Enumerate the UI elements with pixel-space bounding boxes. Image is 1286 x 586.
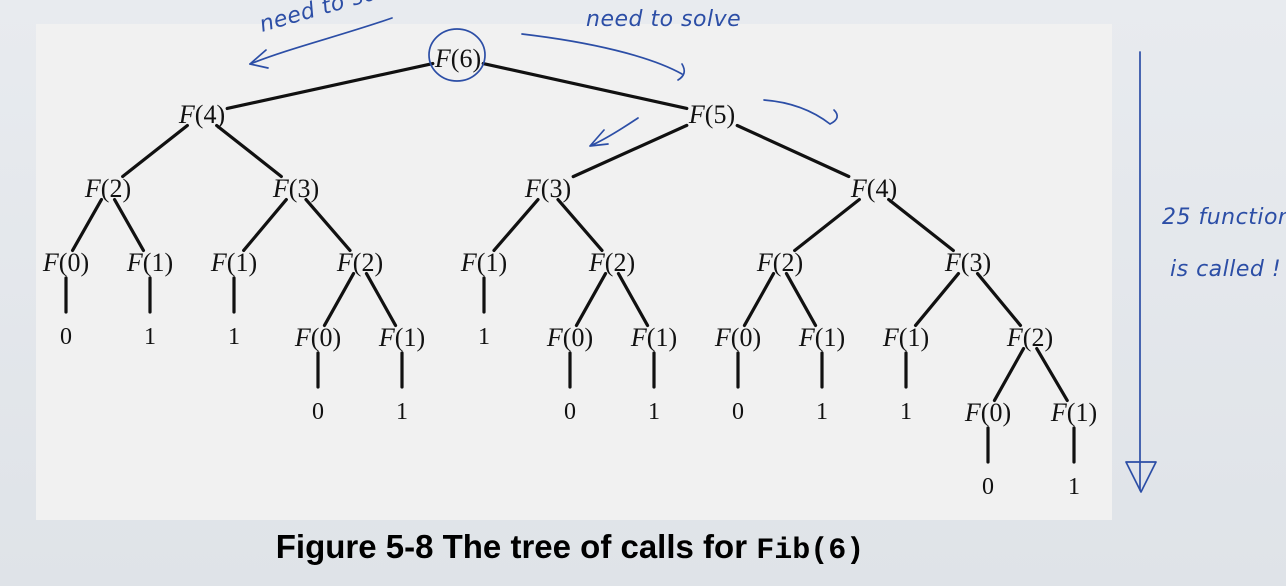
tree-node-n24: F(1) xyxy=(1050,398,1097,427)
tree-node-n4: F(3) xyxy=(272,174,319,203)
tree-node-n17: F(0) xyxy=(546,323,593,352)
leaf-value-l16: 1 xyxy=(396,399,408,425)
tree-edge-n13-n20 xyxy=(784,271,818,328)
tree-node-n10: F(2) xyxy=(336,248,383,277)
leaf-value-l21: 1 xyxy=(900,399,912,425)
tree-node-n16: F(1) xyxy=(378,323,425,352)
tree-edge-n0-n1 xyxy=(225,61,435,111)
down-left-arrow-annotation xyxy=(589,117,639,147)
tree-edges xyxy=(70,61,1069,403)
diagram-panel xyxy=(36,24,1112,520)
right-squiggle-arrow-annotation xyxy=(763,99,839,125)
caption-text: Figure 5-8 The tree of calls for xyxy=(275,528,748,565)
tree-edge-n22-n23 xyxy=(992,346,1026,403)
leaf-value-l24: 1 xyxy=(1068,474,1080,500)
tree-edge-n10-n16 xyxy=(364,271,398,328)
tree-node-n15: F(0) xyxy=(294,323,341,352)
leaf-value-l20: 1 xyxy=(816,399,828,425)
leaf-value-l7: 0 xyxy=(60,324,72,350)
tree-node-n11: F(1) xyxy=(460,248,507,277)
tree-edge-n14-n21 xyxy=(913,271,961,328)
call-tree-diagram: F(6) F(4) F(5) F(2) F(3) F(3) F(4) F(0) F(1) F(1)… xyxy=(42,0,1286,500)
tree-edge-n3-n8 xyxy=(112,197,146,253)
side-note-line2-text: is called ! xyxy=(1170,257,1281,282)
leaf-value-l11: 1 xyxy=(478,324,490,350)
tree-node-n18: F(1) xyxy=(630,323,677,352)
tree-node-n1: F(4) xyxy=(178,100,225,129)
tree-edge-n2-n6 xyxy=(735,123,851,179)
right-note-text: need to solve xyxy=(586,7,741,32)
leaf-value-l15: 0 xyxy=(312,399,324,425)
tree-edge-n6-n14 xyxy=(887,197,955,253)
tree-leaves: 0 1 1 1 0 1 0 1 0 1 1 0 1 xyxy=(60,276,1080,500)
left-note-text: need to solv xyxy=(257,0,400,38)
tree-node-n6: F(4) xyxy=(850,174,897,203)
leaf-value-l19: 0 xyxy=(732,399,744,425)
leaf-value-l17: 0 xyxy=(564,399,576,425)
right-arrowhead-annotation xyxy=(677,63,686,81)
tree-edge-n12-n17 xyxy=(574,271,608,328)
tree-edge-n22-n24 xyxy=(1035,346,1069,403)
tree-nodes: F(6) F(4) F(5) F(2) F(3) F(3) F(4) F(0) F(1) F(1)… xyxy=(42,44,1097,427)
tree-node-n3: F(2) xyxy=(84,174,131,203)
tree-edge-n10-n15 xyxy=(322,271,356,328)
tree-node-n21: F(1) xyxy=(882,323,929,352)
tree-edge-n1-n4 xyxy=(215,123,283,179)
tree-edge-n5-n11 xyxy=(492,197,540,253)
leaf-value-l23: 0 xyxy=(982,474,994,500)
tree-node-n22: F(2) xyxy=(1006,323,1053,352)
vertical-arrowhead xyxy=(1125,461,1157,493)
tree-node-n8: F(1) xyxy=(126,248,173,277)
leaf-value-l9: 1 xyxy=(228,324,240,350)
left-arrowhead-annotation xyxy=(249,49,269,69)
tree-edge-n5-n12 xyxy=(556,197,604,253)
tree-node-n19: F(0) xyxy=(714,323,761,352)
tree-node-n9: F(1) xyxy=(210,248,257,277)
figure-caption: Figure 5-8 The tree of calls for Fib(6) xyxy=(0,528,1140,568)
tree-edge-n13-n19 xyxy=(742,271,776,328)
tree-node-n2: F(5) xyxy=(688,100,735,129)
tree-node-n7: F(0) xyxy=(42,248,89,277)
tree-edge-n2-n5 xyxy=(571,123,689,179)
tree-node-n0: F(6) xyxy=(434,44,481,73)
tree-node-n14: F(3) xyxy=(944,248,991,277)
tree-edge-n3-n7 xyxy=(70,197,104,253)
tree-node-n23: F(0) xyxy=(964,398,1011,427)
tree-edge-n1-n3 xyxy=(121,123,189,179)
tree-edge-n4-n9 xyxy=(242,197,288,253)
tree-node-n20: F(1) xyxy=(798,323,845,352)
leaf-value-l18: 1 xyxy=(648,399,660,425)
tree-node-n13: F(2) xyxy=(756,248,803,277)
caption-code: Fib(6) xyxy=(756,534,865,568)
tree-node-n12: F(2) xyxy=(588,248,635,277)
tree-edge-n0-n2 xyxy=(481,61,689,111)
circle-around-root-annotation xyxy=(428,28,486,82)
tree-edge-n6-n13 xyxy=(793,197,861,253)
left-arrow-annotation xyxy=(249,17,393,65)
tree-edge-n14-n22 xyxy=(975,271,1023,328)
tree-edge-n12-n18 xyxy=(616,271,650,328)
leaf-value-l8: 1 xyxy=(144,324,156,350)
right-arrow-annotation xyxy=(521,33,683,75)
tree-edge-n4-n10 xyxy=(304,197,352,253)
tree-node-n5: F(3) xyxy=(524,174,571,203)
side-note-line1-text: 25 function xyxy=(1162,205,1286,230)
